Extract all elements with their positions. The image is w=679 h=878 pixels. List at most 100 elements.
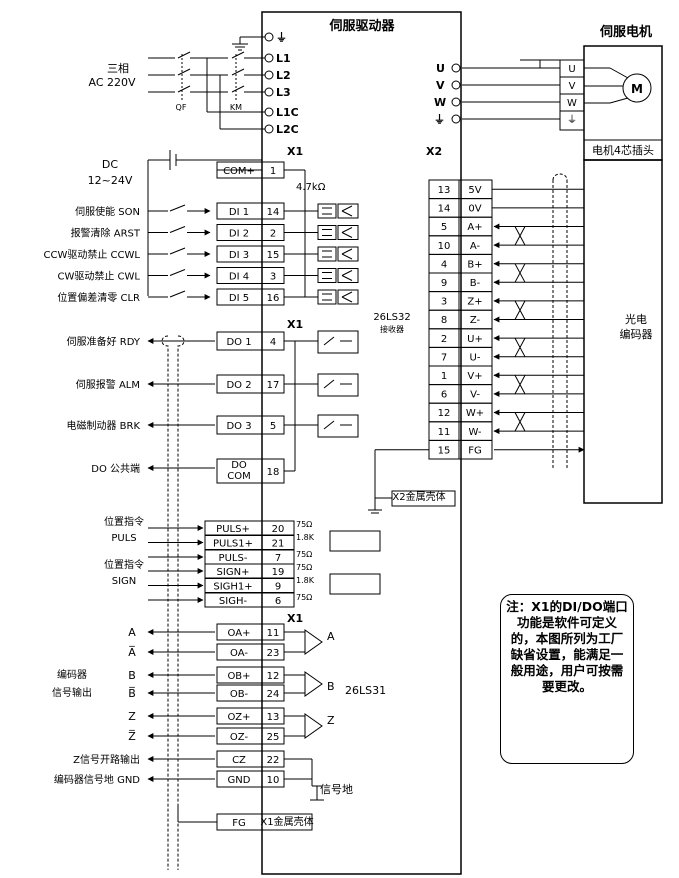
enc-sig-4: Z xyxy=(128,710,136,723)
puls-name-0: PULS+ xyxy=(216,524,250,535)
x1-label-in: X1 xyxy=(287,145,303,158)
x2-pin-12: 12 xyxy=(438,408,451,419)
output-name1-3: DO xyxy=(231,460,247,471)
out-opto-1 xyxy=(317,373,359,397)
input-pin-4: 3 xyxy=(270,272,276,283)
puls-label-1: 位置指令 xyxy=(104,515,144,528)
out-opto-0 xyxy=(317,330,359,354)
enc-sig-1: A̅ xyxy=(128,646,136,659)
x2-pin-13: 11 xyxy=(438,427,451,438)
misc-pin-1: 10 xyxy=(267,775,280,786)
note-box: 注：X1的DI/DO端口功能是软件可定义的，本图所列为工厂缺省设置，能满足一般用… xyxy=(500,594,634,764)
x2-name-12: W+ xyxy=(466,408,484,419)
x2-name-5: B- xyxy=(470,278,481,289)
drive-title: 伺服驱动器 xyxy=(328,18,395,34)
x2-name-7: Z- xyxy=(470,315,481,326)
input-name-4: DI 4 xyxy=(229,272,249,283)
misc-name-1: GND xyxy=(228,775,251,786)
motor-title: 伺服电机 xyxy=(599,24,652,40)
qf-label: QF xyxy=(176,103,187,112)
enc-sig-3: B̅ xyxy=(128,687,136,700)
enc-group-1: 编码器 xyxy=(57,668,87,681)
puls-pin-2: 7 xyxy=(275,553,281,564)
x1-label-out: X1 xyxy=(287,318,303,331)
misc-name-0: CZ xyxy=(232,755,246,766)
encoder-label-2: 编码器 xyxy=(620,327,653,341)
output-label-1: 伺服报警 ALM xyxy=(76,378,140,391)
driver-chip-label: 26LS31 xyxy=(345,684,386,697)
terminal-l1: L1 xyxy=(276,52,291,65)
x2-namebox-14 xyxy=(458,439,493,460)
terminal-v: V xyxy=(436,79,445,92)
input-label-5: 位置偏差清零 CLR xyxy=(57,291,140,304)
motor-plug-title: 电机4芯插头 xyxy=(592,143,654,157)
enc-pin-4: 13 xyxy=(267,712,280,723)
misc-label-1: 编码器信号地 GND xyxy=(54,773,140,786)
power-label-2: AC 220V xyxy=(88,76,136,89)
enc-name-0: OA+ xyxy=(228,628,251,639)
input-label-1: 伺服使能 SON xyxy=(75,205,140,218)
opto-tr-4 xyxy=(337,268,359,283)
sign-name-2: SIGH- xyxy=(219,596,248,607)
sign-r75a: 75Ω xyxy=(296,563,312,572)
chip-label-2: Z xyxy=(327,714,335,727)
input-label-3: CCW驱动禁止 CCWL xyxy=(44,249,141,261)
enc-sig-0: A xyxy=(128,626,136,639)
x1-shell-box xyxy=(261,813,313,831)
terminal-l2: L2 xyxy=(276,69,291,82)
sign-pin-0: 19 xyxy=(272,567,285,578)
enc-pin-0: 11 xyxy=(267,628,280,639)
puls-r75a: 75Ω xyxy=(296,520,312,529)
x2-name-14: FG xyxy=(468,445,482,456)
puls-label-2: PULS xyxy=(111,533,136,544)
sign-pinbox-2 xyxy=(261,592,295,608)
sign-label-1: 位置指令 xyxy=(104,558,144,571)
output-label-2: 电磁制动器 BRK xyxy=(66,419,140,432)
x2-name-11: V- xyxy=(470,390,480,401)
motor-term-v: V xyxy=(569,81,576,92)
input-pin-2: 2 xyxy=(270,229,276,240)
enc-pin-1: 23 xyxy=(267,648,280,659)
x2-pin-0: 13 xyxy=(438,185,451,196)
input-name-2: DI 2 xyxy=(229,229,249,240)
sign-pin-2: 6 xyxy=(275,596,281,607)
output-name-0: DO 1 xyxy=(226,337,251,348)
sign-name-0: SIGN+ xyxy=(217,567,250,578)
x2-pin-11: 6 xyxy=(441,390,447,401)
terminal-ground: ⏚ xyxy=(276,31,287,44)
enc-name-3: OB- xyxy=(230,689,249,700)
dc-label-2: 12~24V xyxy=(88,174,133,187)
input-pin-1: 14 xyxy=(267,207,280,218)
chip-label-0: A xyxy=(327,630,335,643)
output-name2-3: COM xyxy=(227,471,250,482)
note-text: 注：X1的DI/DO端口功能是软件可定义的，本图所列为工厂缺省设置，能满足一般用… xyxy=(506,599,628,694)
opto-led-1 xyxy=(317,203,337,219)
enc-pin-3: 24 xyxy=(267,689,280,700)
motor-term-u: U xyxy=(568,64,575,75)
output-pin-3: 18 xyxy=(267,467,280,478)
opto-led-5 xyxy=(317,289,337,305)
enc-sig-5: Z̅ xyxy=(128,730,136,743)
enc-group-2: 信号输出 xyxy=(52,686,92,699)
x2-name-8: U+ xyxy=(467,334,483,345)
sign-opto xyxy=(329,573,381,595)
x2-pin-1: 14 xyxy=(438,204,451,215)
x2-name-3: A- xyxy=(470,241,481,252)
power-label-1: 三相 xyxy=(107,62,129,75)
chip-label-1: B xyxy=(327,680,335,693)
opto-tr-5 xyxy=(337,289,359,305)
drive-outline xyxy=(261,11,462,875)
motor-m-circle xyxy=(622,73,652,103)
output-pin-1: 17 xyxy=(267,380,280,391)
dc-label-1: DC xyxy=(102,158,118,171)
sign-r18k: 1.8K xyxy=(296,576,315,585)
opto-led-4 xyxy=(317,268,337,283)
x1-label-enc: X1 xyxy=(287,612,303,625)
sign-r75b: 75Ω xyxy=(296,593,312,602)
sign-label-2: SIGN xyxy=(112,576,137,587)
terminal-l1c: L1C xyxy=(276,106,299,119)
opto-tr-2 xyxy=(337,225,359,240)
receiver-label-2: 接收器 xyxy=(380,324,404,334)
x2-pin-5: 9 xyxy=(441,278,447,289)
x1-shell-label: X1金属壳体 xyxy=(260,815,313,828)
